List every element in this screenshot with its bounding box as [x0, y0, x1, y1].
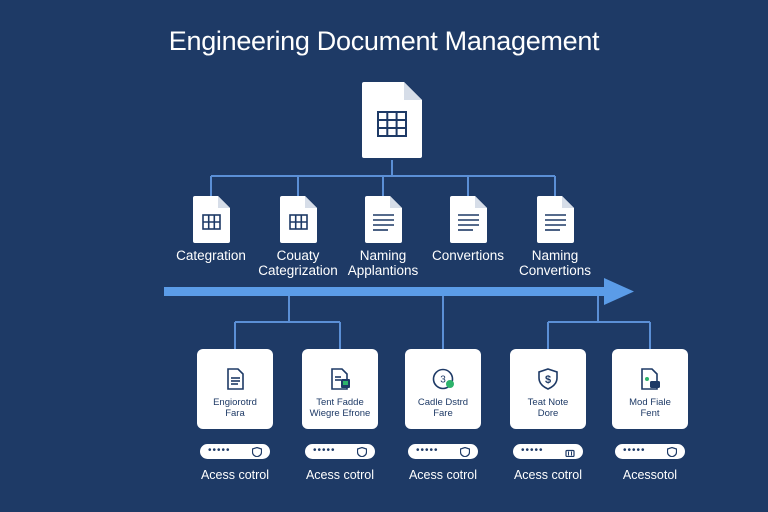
- card-label-line: Mod Fiale: [629, 397, 671, 408]
- spreadsheet-document-icon: [362, 82, 422, 158]
- card-label-line: Teat Note: [527, 397, 569, 408]
- access-control-pill: •••••: [615, 444, 685, 459]
- card-label-line: Fare: [433, 408, 453, 419]
- category-label-line: Categration: [176, 248, 246, 263]
- diagram-title: Engineering Document Management: [168, 26, 600, 56]
- password-dots: •••••: [313, 445, 336, 456]
- dollar-shield-icon: $: [538, 368, 558, 390]
- document-lock-icon: [331, 368, 350, 390]
- card-label-line: Tent Fadde: [316, 397, 364, 408]
- access-control-label: Acess cotrol: [200, 468, 270, 482]
- category-label: Convertions: [432, 248, 504, 263]
- spreadsheet-document-icon: [193, 196, 230, 243]
- password-dots: •••••: [623, 445, 646, 456]
- access-control-label: Acess cotrol: [513, 468, 583, 482]
- password-dots: •••••: [416, 445, 439, 456]
- card-label-line: Cadle Dstrd: [417, 397, 469, 408]
- text-document-icon: [450, 196, 487, 243]
- text-document-icon: [365, 196, 402, 243]
- svg-text:$: $: [545, 374, 551, 386]
- category-label-line: Naming: [359, 248, 407, 263]
- category-label-line: Categrization: [258, 263, 338, 278]
- access-control-label: Acess cotrol: [305, 468, 375, 482]
- card-label-line: Dore: [537, 408, 559, 419]
- document-badge-icon: [641, 368, 660, 390]
- card-label-line: Fent: [640, 408, 660, 419]
- access-control-pill: •••••: [305, 444, 375, 459]
- svg-text:3: 3: [440, 375, 446, 386]
- clock-check-icon: 3: [432, 368, 454, 390]
- access-control-label: Acessotol: [622, 468, 678, 482]
- category-label-line: Convertions: [518, 263, 592, 278]
- shield-icon: [357, 447, 367, 457]
- shield-icon: [667, 447, 677, 457]
- shield-icon: [460, 447, 470, 457]
- password-dots: •••••: [208, 445, 231, 456]
- password-dots: •••••: [521, 445, 544, 456]
- document-icon: [227, 368, 244, 390]
- lock-icon: [565, 449, 575, 457]
- category-label-line: Couaty: [276, 248, 320, 263]
- text-document-icon: [537, 196, 574, 243]
- access-control-pill: •••••: [200, 444, 270, 459]
- access-control-label: Acess cotrol: [408, 468, 478, 482]
- category-label-line: Convertions: [431, 248, 505, 263]
- shield-icon: [252, 447, 262, 457]
- card-label-line: Fara: [225, 408, 245, 419]
- category-label-line: Naming: [531, 248, 579, 263]
- access-control-pill: •••••: [513, 444, 583, 459]
- flow-arrow: [164, 278, 634, 305]
- card-label-line: Engiorotrd: [213, 397, 257, 408]
- category-label-line: Applantions: [347, 263, 419, 278]
- category-label: Categration: [176, 248, 246, 263]
- spreadsheet-document-icon: [280, 196, 317, 243]
- card-label-line: Wiegre Efrone: [309, 408, 371, 419]
- access-control-pill: •••••: [408, 444, 478, 459]
